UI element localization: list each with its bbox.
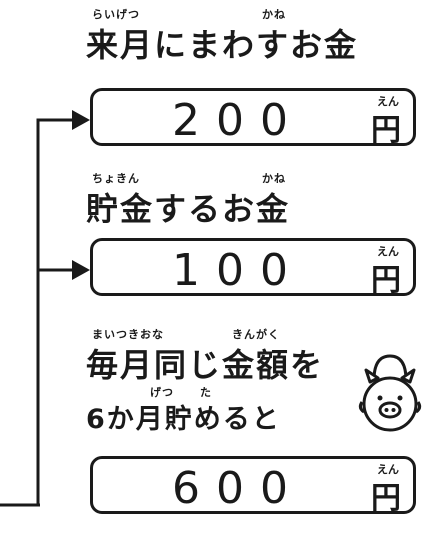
ruby-chokin: ちょきん [92, 172, 140, 185]
ruby-maitsukionna: まいつきおな [92, 328, 164, 341]
yen-unit: 円 [371, 113, 401, 148]
arrow-head-1 [72, 110, 90, 130]
amount-value: 100 [172, 245, 304, 296]
ruby-getsu: げつ [150, 386, 174, 399]
piggy-bank-icon [358, 354, 422, 432]
amount-value: 600 [172, 463, 304, 514]
amount-box-next-month: 200 えん 円 [90, 88, 416, 148]
amount-box-six-months: 600 えん 円 [90, 456, 416, 516]
ruby-kingaku: きんがく [232, 328, 280, 341]
ruby-ta: た [200, 386, 212, 399]
yen-unit: 円 [371, 481, 401, 516]
unit-ruby: えん [377, 463, 399, 476]
amount-box-savings: 100 えん 円 [90, 238, 416, 298]
section-title-six-months: 6か月貯めると [86, 404, 281, 435]
section-title-monthly-same: 毎月同じ金額を [86, 346, 325, 384]
ruby-kane-1: かね [262, 8, 286, 21]
unit-ruby: えん [377, 95, 399, 108]
arrow-head-2 [72, 260, 90, 280]
amount-value: 200 [172, 95, 304, 146]
connector-line [36, 118, 80, 505]
ruby-kane-2: かね [262, 172, 286, 185]
yen-unit: 円 [371, 263, 401, 298]
section-title-next-month: 来月にまわすお金 [86, 26, 359, 64]
ruby-raigetsu: らいげつ [92, 8, 140, 21]
section-title-savings: 貯金するお金 [86, 190, 291, 228]
unit-ruby: えん [377, 245, 399, 258]
